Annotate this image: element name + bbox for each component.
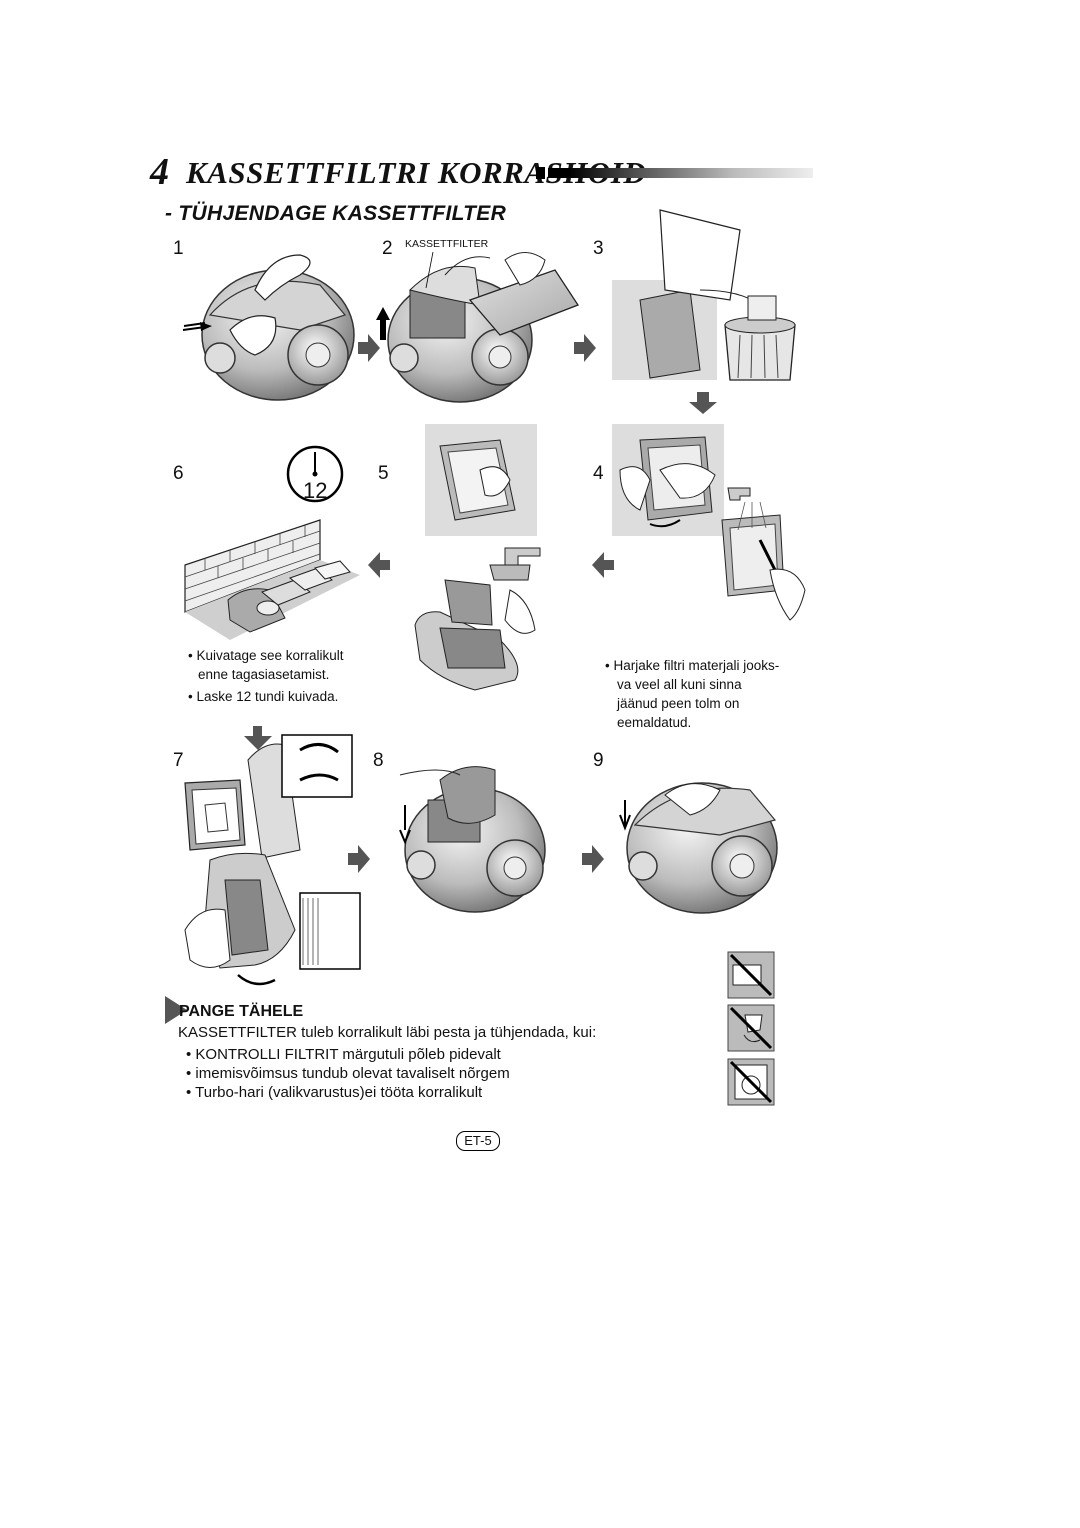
no-hairdryer-icon xyxy=(727,1004,775,1052)
step4-note-1: • Harjake filtri materjali jooks- xyxy=(605,658,780,673)
page-subtitle: - TÜHJENDAGE KASSETTFILTER xyxy=(165,202,507,225)
step-number-4: 4 xyxy=(593,463,604,484)
tap-brush-image xyxy=(721,487,806,621)
note-flag-icon xyxy=(165,996,187,1024)
vacuum-step1-image xyxy=(182,254,355,401)
step4-note-4: eemaldatud. xyxy=(617,715,692,730)
title-gradient-bar xyxy=(548,168,813,178)
step-number-6: 6 xyxy=(173,463,184,484)
note-item-1: • KONTROLLI FILTRIT märgutuli põleb pide… xyxy=(186,1046,501,1063)
no-washing-machine-icon xyxy=(727,1058,775,1106)
arrow-right-icon xyxy=(582,845,604,873)
arrow-left-icon xyxy=(592,552,614,578)
note-item-3: • Turbo-hari (valikvarustus)ei tööta kor… xyxy=(186,1084,483,1101)
step-number-2: 2 xyxy=(382,238,393,259)
no-microwave-icon xyxy=(727,951,775,999)
note-intro: KASSETTFILTER tuleb korralikult läbi pes… xyxy=(178,1024,597,1041)
drying-wall-image xyxy=(184,519,360,640)
step-number-8: 8 xyxy=(373,750,384,771)
step-number-1: 1 xyxy=(173,238,184,259)
filter-reinsert-step7-image xyxy=(184,726,361,986)
step-number-7: 7 xyxy=(173,750,184,771)
vacuum-step9-image xyxy=(619,782,778,914)
rinse-under-tap-image xyxy=(414,547,541,691)
filter-empty-step3-image xyxy=(612,209,796,381)
arrow-right-icon xyxy=(348,845,370,873)
vacuum-step8-image xyxy=(399,766,546,913)
step6-note-2: enne tagasiasetamist. xyxy=(198,667,330,682)
step-number-5: 5 xyxy=(378,463,389,484)
arrow-right-icon xyxy=(574,334,596,362)
step4-note-2: va veel all kuni sinna xyxy=(617,677,742,692)
kassettfilter-label: KASSETTFILTER xyxy=(405,238,489,250)
arrow-left-icon xyxy=(368,552,390,578)
note-item-2: • imemisvõimsus tundub olevat tavaliselt… xyxy=(186,1065,510,1082)
filter-brush-step4-image xyxy=(612,424,724,536)
filter-rinse-step5-image xyxy=(425,424,537,536)
clock-label: 12 xyxy=(303,478,328,503)
step6-note-1: • Kuivatage see korralikult xyxy=(188,648,344,663)
vacuum-step2-image xyxy=(376,251,579,403)
note-title: PANGE TÄHELE xyxy=(179,1003,304,1020)
arrow-down-icon xyxy=(689,392,717,414)
step-number-3: 3 xyxy=(593,238,604,259)
step-number-9: 9 xyxy=(593,750,604,771)
page-number: ET-5 xyxy=(456,1131,500,1151)
step6-note-3: • Laske 12 tundi kuivada. xyxy=(188,689,339,704)
step4-note-3: jäänud peen tolm on xyxy=(617,696,740,711)
arrow-right-icon xyxy=(358,334,380,362)
section-number: 4 xyxy=(150,151,169,193)
clock-icon xyxy=(286,445,344,503)
title-bar-square xyxy=(536,167,545,179)
